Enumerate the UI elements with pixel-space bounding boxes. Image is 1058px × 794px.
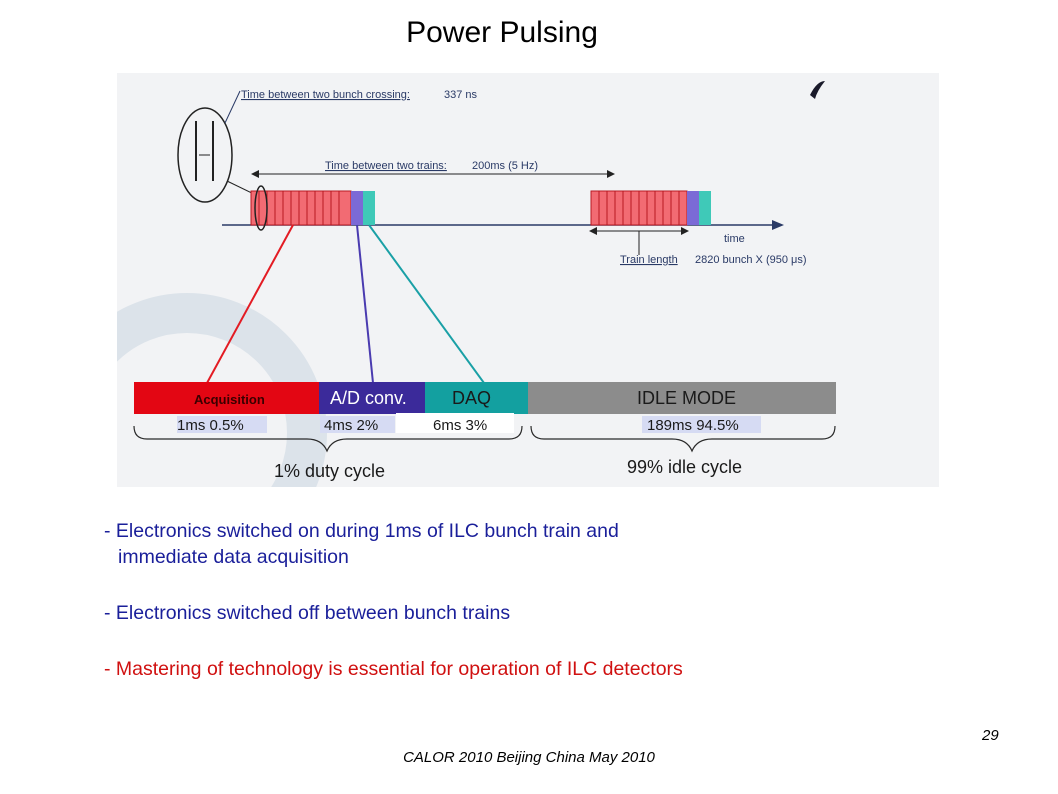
diagram-canvas: time Time between two bunch crossing: 33… — [117, 81, 836, 487]
duration-4-bg — [642, 416, 761, 433]
duty-cycle-brace — [133, 425, 523, 453]
adconv-connector — [356, 224, 374, 384]
duration-daq: 6ms 3% — [433, 417, 487, 434]
train-length-label: Train length — [620, 254, 678, 266]
logo-mark — [810, 81, 825, 99]
duration-idle: 189ms 94.5% — [647, 417, 739, 434]
time-label: time — [724, 233, 745, 245]
phase-adconv — [319, 382, 425, 414]
bullet-1: - Electronics switched on during 1ms of … — [104, 520, 619, 542]
bunch-train-2 — [590, 190, 711, 226]
phase-idle — [528, 382, 836, 414]
train-length-arrow-left-head — [589, 227, 597, 235]
train-length-value: 2820 bunch X (950 μs) — [695, 254, 807, 266]
daq-connector — [368, 224, 485, 384]
phase-acquisition-label: Acquisition — [194, 392, 265, 407]
phase-adconv-label: A/D conv. — [330, 388, 407, 408]
trains-arrow-right-head — [607, 170, 615, 178]
duty-cycle-label: 1% duty cycle — [274, 461, 385, 481]
idle-cycle-brace — [530, 425, 836, 453]
duration-2-bg — [320, 416, 395, 433]
bullet-3: - Mastering of technology is essential f… — [104, 658, 683, 680]
duration-acquisition: 1ms 0.5% — [177, 417, 244, 434]
acquisition-connector — [206, 224, 294, 384]
slide-title: Power Pulsing — [406, 16, 598, 49]
footer-text: CALOR 2010 Beijing China May 2010 — [403, 749, 655, 766]
duration-adconv: 4ms 2% — [324, 417, 378, 434]
bunch-zoom-leader — [224, 90, 241, 124]
train-length-arrow-right-head — [681, 227, 689, 235]
time-axis-arrowhead — [772, 220, 784, 230]
phase-daq — [425, 382, 528, 414]
duration-1-bg — [177, 416, 267, 433]
decorative-ring — [117, 293, 327, 487]
bunch-crossing-label: Time between two bunch crossing: — [241, 89, 410, 101]
phase-acquisition — [134, 382, 319, 414]
duration-3-bg — [396, 413, 514, 433]
page-number: 29 — [982, 727, 999, 744]
idle-cycle-label: 99% idle cycle — [627, 457, 742, 477]
phase-idle-label: IDLE MODE — [637, 388, 736, 408]
power-pulsing-diagram: time Time between two bunch crossing: 33… — [117, 73, 939, 487]
trains-value: 200ms (5 Hz) — [472, 160, 538, 172]
trains-arrow-left-head — [251, 170, 259, 178]
bunch-train-1 — [250, 185, 375, 231]
bullet-1-continuation: immediate data acquisition — [118, 546, 349, 568]
trains-label: Time between two trains: — [325, 160, 447, 172]
bunch-crossing-value: 337 ns — [444, 89, 478, 101]
bullet-2: - Electronics switched off between bunch… — [104, 602, 511, 624]
bunch-zoom-ellipse — [177, 107, 233, 203]
phase-daq-label: DAQ — [452, 388, 491, 408]
